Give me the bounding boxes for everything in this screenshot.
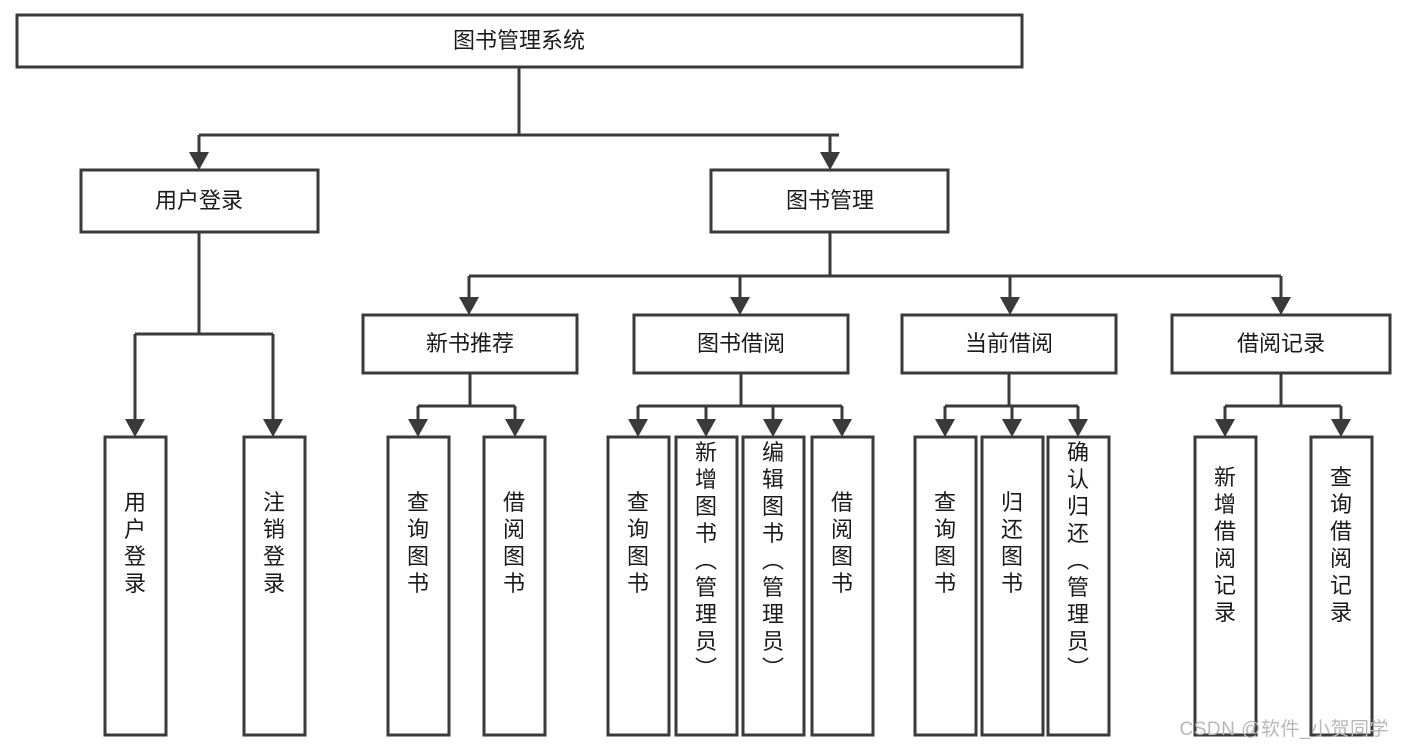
node-new-book-recommend-label: 新书推荐 <box>426 331 514 356</box>
arrowhead-to-leaf-borrow-books-2 <box>832 419 852 437</box>
node-user-login-box <box>79 168 320 234</box>
leaf-add-borrow-record[interactable]: 新增借阅记录 <box>1193 435 1258 737</box>
connector-borrow-record-to-leaves <box>1215 373 1351 437</box>
leaf-confirm-return-admin-label: 确认归还︵管理员︶ <box>1067 440 1089 681</box>
leaf-confirm-return-admin[interactable]: 确认归还︵管理员︶ <box>1046 435 1111 737</box>
node-book-borrow[interactable]: 图书借阅 <box>632 313 850 375</box>
connector-new-book-recommend-to-leaves <box>408 373 525 437</box>
connector-current-borrow-to-leaves <box>935 373 1088 437</box>
node-new-book-recommend[interactable]: 新书推荐 <box>361 313 579 375</box>
connector-user-login-to-leaves <box>125 232 283 437</box>
leaf-user-login-box <box>103 435 168 737</box>
leaf-edit-book-admin-label: 编辑图书︵管理员︶ <box>762 440 784 681</box>
node-borrow-record[interactable]: 借阅记录 <box>1170 313 1392 375</box>
node-root-system-box <box>15 13 1024 69</box>
arrowhead-to-book-management <box>820 152 840 170</box>
node-user-login[interactable]: 用户登录 <box>79 168 320 234</box>
arrowhead-to-current-borrow <box>1000 297 1020 315</box>
leaf-query-books-2-label: 查询图书 <box>627 490 649 596</box>
node-root-system[interactable]: 图书管理系统 <box>15 13 1024 69</box>
arrowhead-to-leaf-add-book-admin <box>696 419 716 437</box>
connector-root-to-level2 <box>189 67 840 170</box>
leaf-borrow-books-2-box <box>810 435 875 737</box>
node-borrow-record-label: 借阅记录 <box>1237 331 1325 356</box>
leaf-query-borrow-record-box <box>1309 435 1374 737</box>
arrowhead-to-user-login <box>189 152 209 170</box>
csdn-watermark: CSDN @软件_小贺同学 <box>1179 719 1389 740</box>
leaf-user-login[interactable]: 用户登录 <box>103 435 168 737</box>
leaf-borrow-books-2[interactable]: 借阅图书 <box>810 435 875 737</box>
leaf-logout-login[interactable]: 注销登录 <box>242 435 307 737</box>
leaf-borrow-books-2-label: 借阅图书 <box>831 490 853 596</box>
leaf-query-books-3-box <box>913 435 978 737</box>
leaf-query-books-1-box <box>386 435 451 737</box>
arrowhead-to-book-borrow <box>730 297 750 315</box>
arrowhead-to-leaf-return-books <box>1002 419 1022 437</box>
arrowhead-to-leaf-edit-book-admin <box>763 419 783 437</box>
arrowhead-to-leaf-user-login <box>125 419 145 437</box>
leaf-logout-login-box <box>242 435 307 737</box>
connector-book-management-to-level3 <box>459 232 1291 315</box>
leaf-return-books-box <box>980 435 1045 737</box>
arrowhead-to-leaf-logout-login <box>263 419 283 437</box>
arrowhead-to-leaf-add-borrow-record <box>1215 419 1235 437</box>
node-user-login-label: 用户登录 <box>155 188 243 213</box>
node-current-borrow[interactable]: 当前借阅 <box>900 313 1118 375</box>
node-current-borrow-box <box>900 313 1118 375</box>
leaf-add-book-admin-box <box>674 435 739 737</box>
node-book-management[interactable]: 图书管理 <box>709 168 950 234</box>
leaf-add-book-admin-label: 新增图书︵管理员︶ <box>695 440 717 681</box>
connector-book-borrow-to-leaves <box>628 373 852 437</box>
leaf-borrow-books-1[interactable]: 借阅图书 <box>482 435 547 737</box>
arrowhead-to-leaf-query-books-1 <box>408 419 428 437</box>
node-current-borrow-label: 当前借阅 <box>965 331 1053 356</box>
arrowhead-to-borrow-record <box>1271 297 1291 315</box>
leaf-query-books-3[interactable]: 查询图书 <box>913 435 978 737</box>
leaf-add-borrow-record-label: 新增借阅记录 <box>1214 465 1236 625</box>
leaf-borrow-books-1-label: 借阅图书 <box>503 490 525 596</box>
arrowhead-to-leaf-confirm-return-admin <box>1068 419 1088 437</box>
leaf-query-books-2[interactable]: 查询图书 <box>606 435 671 737</box>
leaf-confirm-return-admin-box <box>1046 435 1111 737</box>
leaf-add-borrow-record-box <box>1193 435 1258 737</box>
leaf-edit-book-admin[interactable]: 编辑图书︵管理员︶ <box>741 435 806 737</box>
arrowhead-to-leaf-query-books-2 <box>628 419 648 437</box>
node-book-borrow-label: 图书借阅 <box>697 331 785 356</box>
leaf-add-book-admin[interactable]: 新增图书︵管理员︶ <box>674 435 739 737</box>
arrowhead-to-leaf-query-borrow-record <box>1331 419 1351 437</box>
leaf-query-borrow-record-label: 查询借阅记录 <box>1330 465 1352 625</box>
leaf-query-books-1-label: 查询图书 <box>407 490 429 596</box>
leaf-return-books-label: 归还图书 <box>1001 490 1023 596</box>
leaf-query-borrow-record[interactable]: 查询借阅记录 <box>1309 435 1374 737</box>
arrowhead-to-leaf-borrow-books-1 <box>505 419 525 437</box>
leaf-query-books-1[interactable]: 查询图书 <box>386 435 451 737</box>
leaf-query-books-2-box <box>606 435 671 737</box>
leaf-edit-book-admin-box <box>741 435 806 737</box>
node-new-book-recommend-box <box>361 313 579 375</box>
arrowhead-to-new-book-recommend <box>459 297 479 315</box>
leaf-return-books[interactable]: 归还图书 <box>980 435 1045 737</box>
leaf-query-books-3-label: 查询图书 <box>934 490 956 596</box>
leaf-logout-login-label: 注销登录 <box>263 490 285 596</box>
node-root-system-label: 图书管理系统 <box>453 28 585 53</box>
leaf-borrow-books-1-box <box>482 435 547 737</box>
leaf-user-login-label: 用户登录 <box>124 490 146 596</box>
arrowhead-to-leaf-query-books-3 <box>935 419 955 437</box>
node-book-management-label: 图书管理 <box>786 188 874 213</box>
